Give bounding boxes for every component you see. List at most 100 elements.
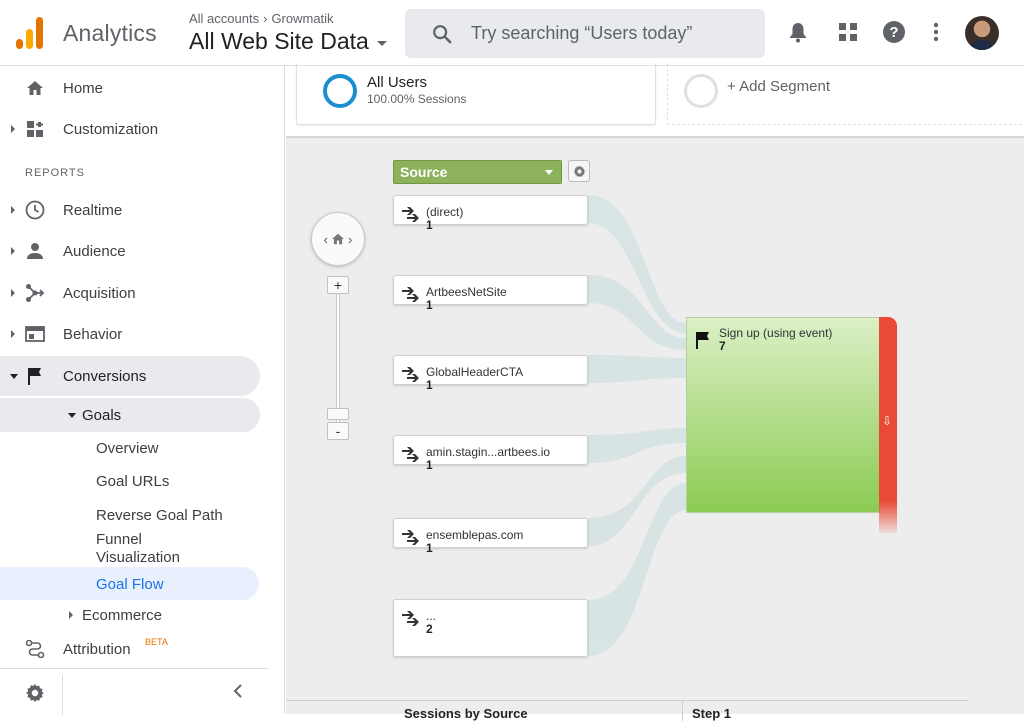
apps-grid-icon[interactable] xyxy=(836,20,860,44)
sidebar-item-behavior[interactable]: Behavior xyxy=(0,314,260,354)
reports-section-header: REPORTS xyxy=(25,167,85,179)
sidebar-footer xyxy=(0,668,268,715)
source-node-name: GlobalHeaderCTA xyxy=(426,365,524,379)
source-node[interactable]: ... 2 xyxy=(393,599,588,657)
sidebar-item-goal-flow[interactable]: Goal Flow xyxy=(96,575,164,593)
sidebar-item-label: Conversions xyxy=(63,367,147,385)
analytics-logo[interactable] xyxy=(16,17,44,49)
segment-ring-icon xyxy=(323,74,357,108)
sidebar-item-realtime[interactable]: Realtime xyxy=(0,190,260,230)
sidebar-item-label: Customization xyxy=(63,120,159,138)
search-input[interactable] xyxy=(471,19,751,47)
main-content: All Users 100.00% Sessions + Add Segment… xyxy=(286,64,1024,721)
sidebar-item-label: Goals xyxy=(82,406,122,424)
goal-node-name: Sign up (using event) xyxy=(719,326,833,340)
source-node-value: 1 xyxy=(426,298,433,312)
source-node-value: 2 xyxy=(426,622,433,636)
account-breadcrumb[interactable]: All accounts › Growmatik xyxy=(189,11,334,26)
source-dimension-label: Source xyxy=(400,164,448,180)
add-segment-button[interactable]: + Add Segment xyxy=(667,64,1024,125)
collapse-sidebar-icon[interactable] xyxy=(232,683,244,704)
source-node-value: 1 xyxy=(426,541,433,555)
source-node[interactable]: GlobalHeaderCTA 1 xyxy=(393,355,588,392)
goal-dropoff-bar[interactable]: ⇩ xyxy=(879,317,897,533)
view-selector[interactable]: All Web Site Data xyxy=(189,28,387,55)
selected-highlight xyxy=(0,567,259,600)
sidebar-item-goals[interactable]: Goals xyxy=(0,398,260,432)
sidebar-item-label: Audience xyxy=(63,242,126,260)
segment-all-users[interactable]: All Users 100.00% Sessions xyxy=(296,64,656,125)
sidebar-item-funnel-visualization[interactable]: Funnel Visualization xyxy=(96,531,180,566)
table-header: Sessions by Source Step 1 xyxy=(286,700,968,721)
home-icon[interactable] xyxy=(331,233,345,245)
source-node-name: ensemblepas.com xyxy=(426,528,524,542)
gear-icon[interactable] xyxy=(25,683,45,708)
breadcrumb-account[interactable]: Growmatik xyxy=(271,11,334,26)
zoom-slider-handle[interactable] xyxy=(327,408,349,420)
person-icon xyxy=(25,241,45,261)
source-node-value: 1 xyxy=(426,458,433,472)
app-name: Analytics xyxy=(63,20,157,46)
sidebar-item-label: Behavior xyxy=(63,325,123,343)
segment-percentage: 100.00% Sessions xyxy=(367,92,467,106)
sidebar-item-acquisition[interactable]: Acquisition xyxy=(0,273,260,313)
notifications-icon[interactable] xyxy=(786,20,810,44)
view-name: All Web Site Data xyxy=(189,28,369,54)
chevron-left-icon[interactable]: ‹ xyxy=(323,231,328,247)
caret-right-icon xyxy=(11,247,15,255)
search-icon xyxy=(433,25,452,44)
goal-flow-canvas[interactable]: Source ‹ › + - (direct) 1 ArtbeesNetSite… xyxy=(286,136,1024,721)
source-node[interactable]: amin.stagin...artbees.io 1 xyxy=(393,435,588,472)
beta-badge: BETA xyxy=(145,637,168,647)
help-icon[interactable]: ? xyxy=(882,20,906,44)
caret-down-icon xyxy=(10,373,18,379)
chevron-right-icon[interactable]: › xyxy=(348,231,353,247)
sidebar-item-label: Realtime xyxy=(63,201,123,219)
source-node[interactable]: (direct) 1 xyxy=(393,195,588,232)
customization-icon xyxy=(25,119,45,139)
gear-icon xyxy=(573,165,585,177)
caret-right-icon xyxy=(11,289,15,297)
segment-name: All Users xyxy=(367,74,428,91)
source-node-value: 1 xyxy=(426,378,433,392)
flow-settings-button[interactable] xyxy=(568,160,590,182)
source-node-name: (direct) xyxy=(426,205,464,219)
sidebar-item-customization[interactable]: Customization xyxy=(0,109,260,149)
zoom-out-button[interactable]: - xyxy=(327,422,349,440)
entrance-arrow-icon xyxy=(402,367,419,382)
source-dimension-select[interactable]: Source xyxy=(393,160,562,184)
more-vert-icon[interactable] xyxy=(924,20,948,44)
sidebar-item-home[interactable]: Home xyxy=(0,68,260,108)
search-bar[interactable] xyxy=(405,9,765,58)
caret-right-icon xyxy=(11,206,15,214)
entrance-arrow-icon xyxy=(402,447,419,462)
sidebar-item-reverse-goal-path[interactable]: Reverse Goal Path xyxy=(96,506,223,524)
goal-node-value: 7 xyxy=(719,339,726,353)
sidebar-item-ecommerce[interactable]: Ecommerce xyxy=(0,597,260,633)
caret-down-icon xyxy=(68,412,76,418)
source-node-name: amin.stagin...artbees.io xyxy=(426,445,551,459)
sidebar: Home Customization REPORTS Realtime Audi… xyxy=(0,66,285,715)
sidebar-item-goal-overview[interactable]: Overview xyxy=(96,439,159,457)
caret-right-icon xyxy=(11,330,15,338)
zoom-in-button[interactable]: + xyxy=(327,276,349,294)
acquisition-icon xyxy=(25,283,45,303)
source-node[interactable]: ArtbeesNetSite 1 xyxy=(393,275,588,312)
top-header: Analytics All accounts › Growmatik All W… xyxy=(0,0,1024,66)
breadcrumb-all-accounts[interactable]: All accounts xyxy=(189,11,260,26)
flag-icon xyxy=(25,366,45,386)
pan-control[interactable]: ‹ › xyxy=(311,212,365,266)
sidebar-item-goal-urls[interactable]: Goal URLs xyxy=(96,472,170,490)
source-node-name: ... xyxy=(426,609,437,623)
goal-node[interactable]: Sign up (using event) 7 xyxy=(686,317,880,513)
column-header-step: Step 1 xyxy=(682,701,968,721)
dropoff-arrow-icon: ⇩ xyxy=(882,414,893,428)
segment-ring-icon xyxy=(684,74,718,108)
source-node[interactable]: ensemblepas.com 1 xyxy=(393,518,588,555)
avatar[interactable] xyxy=(965,16,999,50)
caret-down-icon xyxy=(545,170,553,175)
sidebar-item-label: Ecommerce xyxy=(82,606,163,624)
sidebar-item-conversions[interactable]: Conversions xyxy=(0,356,260,396)
sidebar-item-attribution[interactable]: Attribution BETA xyxy=(0,629,260,669)
sidebar-item-audience[interactable]: Audience xyxy=(0,231,260,271)
